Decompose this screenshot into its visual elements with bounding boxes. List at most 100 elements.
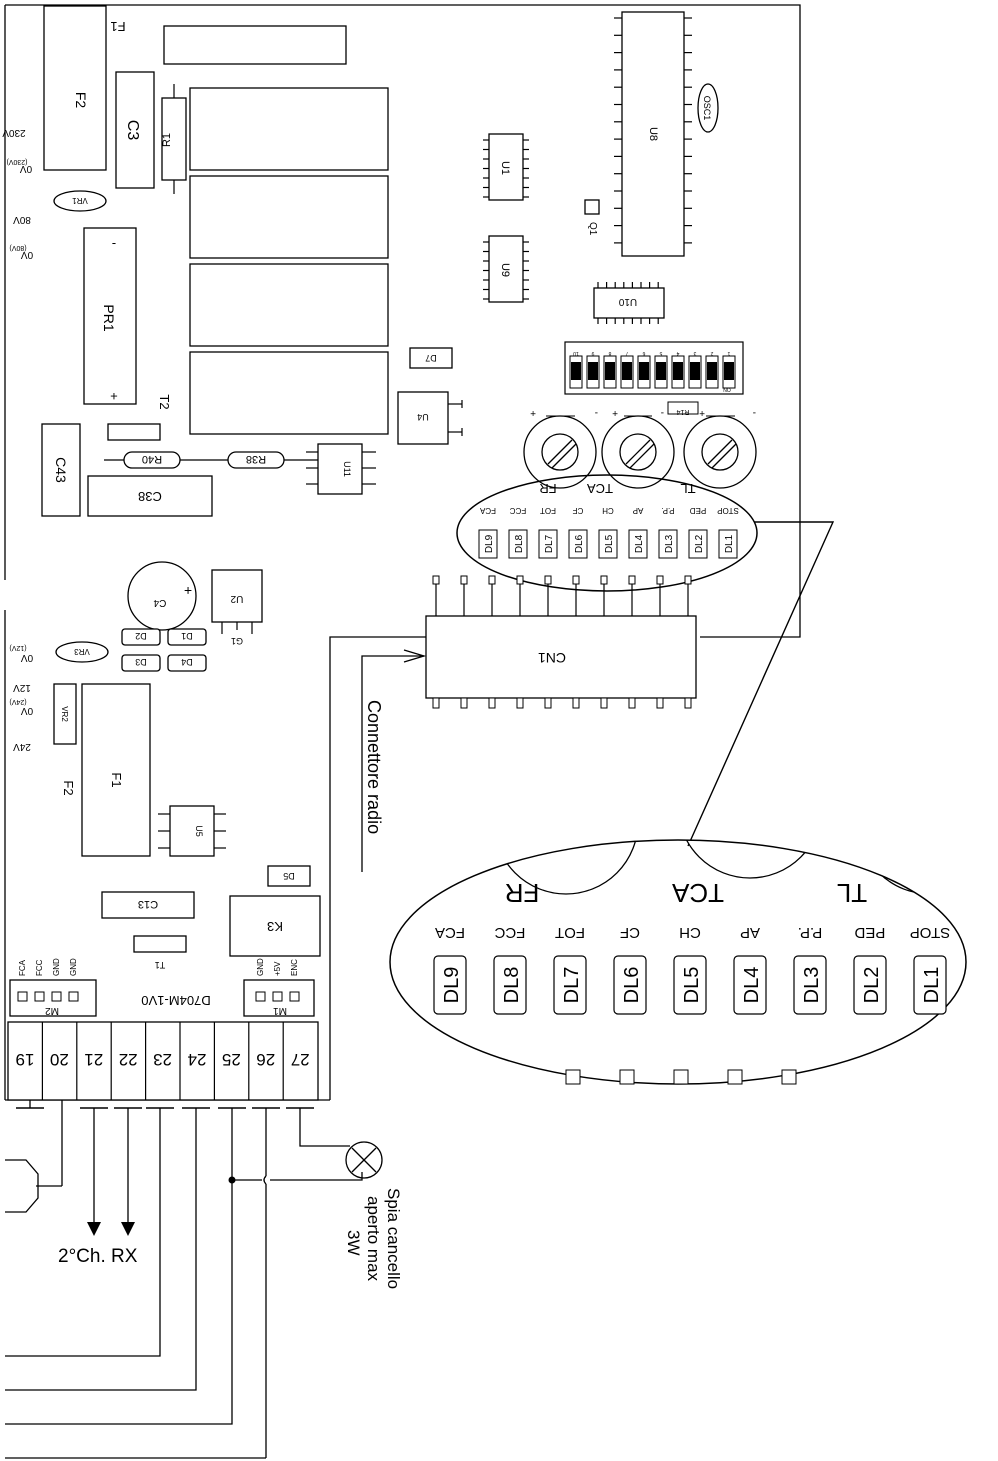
k3-label: K3	[267, 919, 283, 934]
led-function-big: PED	[854, 924, 885, 941]
q1-body	[584, 199, 600, 215]
v230-label: 230V	[2, 127, 26, 138]
led-box-big	[733, 955, 767, 1015]
dip-number: 1	[727, 350, 730, 356]
u1-label: U1	[499, 161, 511, 175]
led-label-small: DL3	[664, 534, 675, 553]
led-function-big: CF	[620, 924, 640, 941]
terminal-pin-squares	[17, 991, 300, 1002]
d7-label: D7	[425, 353, 437, 363]
ic-u11	[317, 443, 363, 495]
trimmer-tl-minus: -	[753, 407, 756, 418]
led-function-small: CF	[573, 506, 584, 515]
m2-label: M2	[45, 1005, 59, 1016]
vr3-label: VR3	[74, 647, 90, 656]
capacitor-c3	[115, 71, 155, 189]
dip-number: 9	[591, 350, 594, 356]
radio-connector-label: Connettore radio	[364, 700, 384, 834]
ic-u10	[593, 287, 665, 319]
led-box-small	[508, 529, 528, 559]
led-box-big	[853, 955, 887, 1015]
m1-pin-label: ENC	[290, 959, 299, 976]
ic-u1	[488, 133, 524, 201]
trimmer-label-small: FR	[539, 481, 556, 496]
board-code-label: D704M-1V0	[141, 993, 210, 1008]
radio-connector-line	[361, 655, 424, 872]
m1-pin-label: GND	[256, 958, 265, 976]
led-function-big: AP	[740, 924, 760, 941]
d3-label: D3	[135, 657, 147, 667]
led-label-big: DL5	[681, 967, 703, 1004]
led-box-big	[793, 955, 827, 1015]
capacitor-c43	[41, 423, 81, 517]
trimmer-label-small: TL	[680, 481, 695, 496]
capacitor-c38	[87, 475, 213, 517]
terminal-number: 26	[256, 1050, 275, 1069]
r14-body	[667, 401, 699, 415]
led-function-small: FCA	[479, 506, 496, 515]
led-box-big	[553, 955, 587, 1015]
relay-1	[189, 87, 389, 171]
led-function-small: FCC	[510, 506, 527, 515]
r14-label: R14	[676, 408, 689, 415]
terminal-number: 19	[16, 1050, 35, 1069]
dip-number: 8	[608, 350, 611, 356]
v12-label: 12V	[13, 682, 31, 693]
external-wiring	[5, 1100, 383, 1459]
fuse-f1-top-body	[163, 25, 347, 65]
zoom-source-ellipse	[456, 474, 758, 592]
led-box-big	[493, 955, 527, 1015]
ic-pins	[483, 17, 692, 324]
led-box-big	[613, 955, 647, 1015]
led-box-big	[673, 955, 707, 1015]
m2-pin-label: GND	[52, 958, 61, 976]
led-label-small: DL8	[514, 534, 525, 553]
led-label-small: DL7	[544, 534, 555, 553]
led-function-big: FCA	[435, 924, 465, 941]
led-label-big: DL9	[441, 967, 463, 1004]
c3-label: C3	[124, 120, 141, 141]
u9-label: U9	[499, 263, 511, 277]
relay-2	[189, 175, 389, 259]
led-box-small	[718, 529, 738, 559]
trimmer-label-big: FR	[505, 878, 540, 908]
m2-pin-label: FCC	[35, 959, 44, 976]
relay-k3	[229, 895, 321, 957]
led-function-small: STOP	[717, 506, 739, 515]
v0-12-label: 0V	[21, 652, 34, 663]
f2-top-label: F2	[73, 92, 89, 109]
c38-label: C38	[138, 489, 162, 504]
m1-label: M1	[273, 1005, 287, 1016]
r38-label: R38	[246, 453, 266, 465]
c4-label: C4	[153, 597, 166, 608]
trimmer-fr-plus: +	[530, 407, 536, 418]
dip-number: 4	[676, 350, 679, 356]
led-box-small	[568, 529, 588, 559]
q1-label: Q1	[587, 222, 598, 236]
led-box-small	[538, 529, 558, 559]
d4-label: D4	[181, 657, 193, 667]
v0-80-label: 0V	[21, 249, 34, 260]
led-label-big: DL3	[801, 967, 823, 1004]
trimmer-tl-plus: +	[699, 407, 705, 418]
trimmer-label-big: TCA	[671, 878, 724, 908]
led-function-small: P.P.	[661, 506, 674, 515]
connector-cn1	[425, 615, 697, 699]
pr1-plus: +	[110, 389, 118, 404]
trimmer-tca-minus: -	[661, 407, 664, 418]
spia-label-line1: Spia cancello	[384, 1188, 403, 1289]
dip-number: 5	[659, 350, 662, 356]
r1-label: R1	[161, 133, 173, 147]
v0-24-paren: (24V)	[9, 698, 26, 705]
trimmer-fr-minus: -	[595, 407, 598, 418]
led-d7	[409, 347, 453, 369]
capacitor-c13	[101, 891, 195, 919]
led-function-small: FOT	[540, 506, 556, 515]
terminal-number: 25	[222, 1050, 241, 1069]
v24-label: 24V	[13, 741, 31, 752]
pr1-minus: -	[112, 237, 116, 252]
t2-small	[107, 423, 161, 441]
